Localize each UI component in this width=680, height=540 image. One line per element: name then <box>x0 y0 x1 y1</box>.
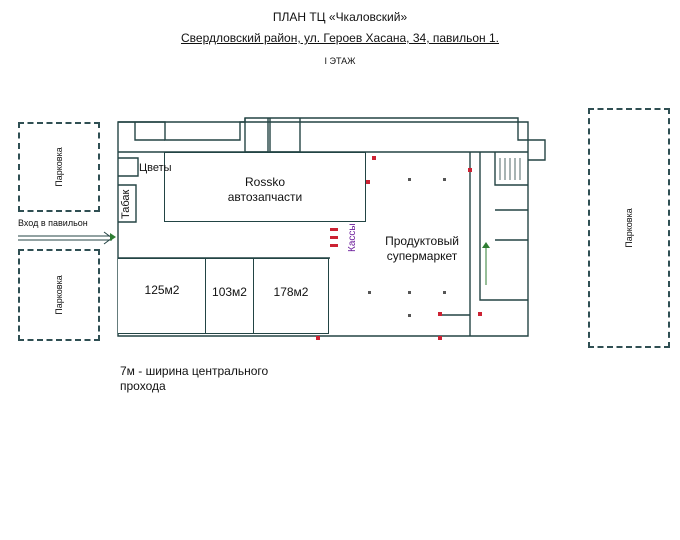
parking-left-top: Парковка <box>18 122 100 212</box>
entrance-label: Вход в павильон <box>18 218 88 228</box>
right-stair <box>528 139 546 161</box>
supermarket-line-2: супермаркет <box>386 249 458 263</box>
note-line-2: прохода <box>120 379 166 393</box>
room-103-label: 103м2 <box>212 285 247 299</box>
cashiers-label: Кассы <box>347 223 358 252</box>
kiosk-tobacco-label: Табак <box>120 189 132 219</box>
kiosk-flowers-label: Цветы <box>139 162 172 174</box>
marker <box>468 168 472 172</box>
room-125-label: 125м2 <box>144 283 180 297</box>
rossko-type: автозапчасти <box>227 190 303 204</box>
floor-label: I ЭТАЖ <box>324 56 356 66</box>
corridor-width-note: 7м - ширина центрального прохода <box>120 364 268 394</box>
cashier-counter <box>330 244 338 247</box>
note-line-1: 7м - ширина центрального <box>120 364 269 378</box>
supermarket-line-1: Продуктовый <box>385 234 459 248</box>
column <box>408 314 411 317</box>
kiosk-flowers-wall <box>118 157 139 177</box>
room-178-label: 178м2 <box>273 285 309 299</box>
marker <box>438 312 442 316</box>
kiosk-tobacco-wall <box>118 184 137 223</box>
marker <box>316 336 320 340</box>
column <box>443 291 446 294</box>
service-room-wall <box>479 152 528 301</box>
room-125 <box>118 258 206 334</box>
cashier-counter <box>330 228 338 231</box>
marker <box>372 156 376 160</box>
supermarket-label: Продуктовый супермаркет <box>372 234 472 264</box>
parking-right: Парковка <box>588 108 670 348</box>
marker <box>438 336 442 340</box>
top-stair-block <box>244 118 269 153</box>
column <box>368 291 371 294</box>
top-left-block <box>134 122 165 141</box>
room-rossko <box>164 152 366 222</box>
rossko-name: Rossko <box>244 175 285 189</box>
column <box>443 178 446 181</box>
parking-left-bottom: Парковка <box>18 249 100 341</box>
room-rossko-label: Rossko автозапчасти <box>164 175 366 205</box>
column <box>408 291 411 294</box>
room-103 <box>205 258 254 334</box>
service-restrooms <box>494 152 528 186</box>
room-178 <box>253 258 329 334</box>
marker <box>478 312 482 316</box>
cashier-counter <box>330 236 338 239</box>
top-service-block <box>269 118 301 153</box>
plan-title: ПЛАН ТЦ «Чкаловский» <box>272 10 408 24</box>
column <box>408 178 411 181</box>
address-line: Свердловский район, ул. Героев Хасана, 3… <box>180 31 500 45</box>
entrance-green-arrow <box>110 233 116 241</box>
top-wall <box>118 117 528 141</box>
marker <box>366 180 370 184</box>
exit-green-arrow <box>482 242 490 248</box>
